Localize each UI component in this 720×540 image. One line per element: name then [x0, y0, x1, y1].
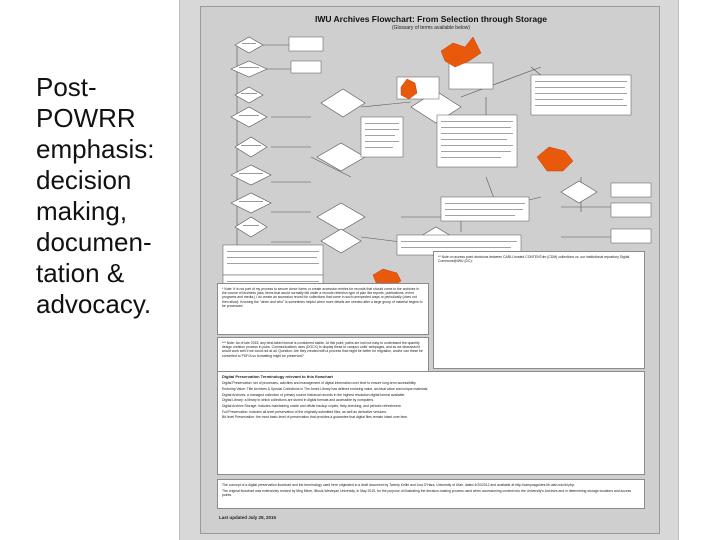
- glossary-entry: Digital Preservation: set of processes, …: [222, 381, 417, 386]
- glossary-entry: Digital Library: a library in which coll…: [222, 398, 375, 403]
- credits-box: The concept of a digital preservation fl…: [217, 479, 645, 509]
- glossary-entry: Full Preservation: includes all-level pr…: [222, 409, 387, 414]
- caption-line: decision: [36, 165, 132, 195]
- caption-line: documen-: [36, 227, 152, 257]
- caption-line: tation &: [36, 258, 125, 288]
- glossary-entry: Enduring Value: Title Archives & Special…: [222, 386, 429, 391]
- process-nodes: [222, 36, 652, 304]
- note-text: * Note: It is not part of my process to …: [222, 287, 423, 308]
- flowchart-sheet: IWU Archives Flowchart: From Selection t…: [200, 6, 660, 534]
- highlight-nodes: [372, 36, 574, 288]
- credits-entry: The concept of a digital preservation fl…: [222, 483, 576, 487]
- credits-entry: The original flowchart was extensively r…: [222, 488, 632, 497]
- caption-line: advocacy.: [36, 289, 152, 319]
- flowchart-subtitle: (Glossary of terms available below): [391, 25, 471, 31]
- note-text: ** Note on access point decisions betwee…: [438, 255, 630, 264]
- slide-caption: Post- POWRR emphasis: decision making, d…: [36, 72, 176, 320]
- note-box-left: * Note: It is not part of my process to …: [217, 283, 429, 335]
- caption-line: emphasis:: [36, 134, 155, 164]
- flowchart-diagram: [222, 36, 652, 304]
- glossary-title: Digital Preservation Terminology relevan…: [222, 374, 333, 379]
- glossary-entry: Digital Archives: a managed collection o…: [222, 392, 406, 397]
- note-box-right: ** Note on access point decisions betwee…: [433, 251, 645, 369]
- flowchart-node-text: [227, 43, 627, 294]
- caption-line: Post-: [36, 72, 97, 102]
- glossary-entry: Digital Archive Storage: includes mainta…: [222, 404, 402, 409]
- note-text: *** Note: As of late 2015, any best-fake…: [222, 341, 423, 358]
- glossary-entry: Bit-level Preservation: the most basic l…: [222, 415, 409, 420]
- flowchart-title: IWU Archives Flowchart: From Selection t…: [314, 14, 548, 24]
- last-updated: Last updated July 29, 2015: [219, 515, 277, 520]
- caption-line: making,: [36, 196, 128, 226]
- flowchart-image: IWU Archives Flowchart: From Selection t…: [179, 0, 679, 540]
- caption-line: POWRR: [36, 103, 136, 133]
- glossary-box: Digital Preservation Terminology relevan…: [217, 371, 645, 475]
